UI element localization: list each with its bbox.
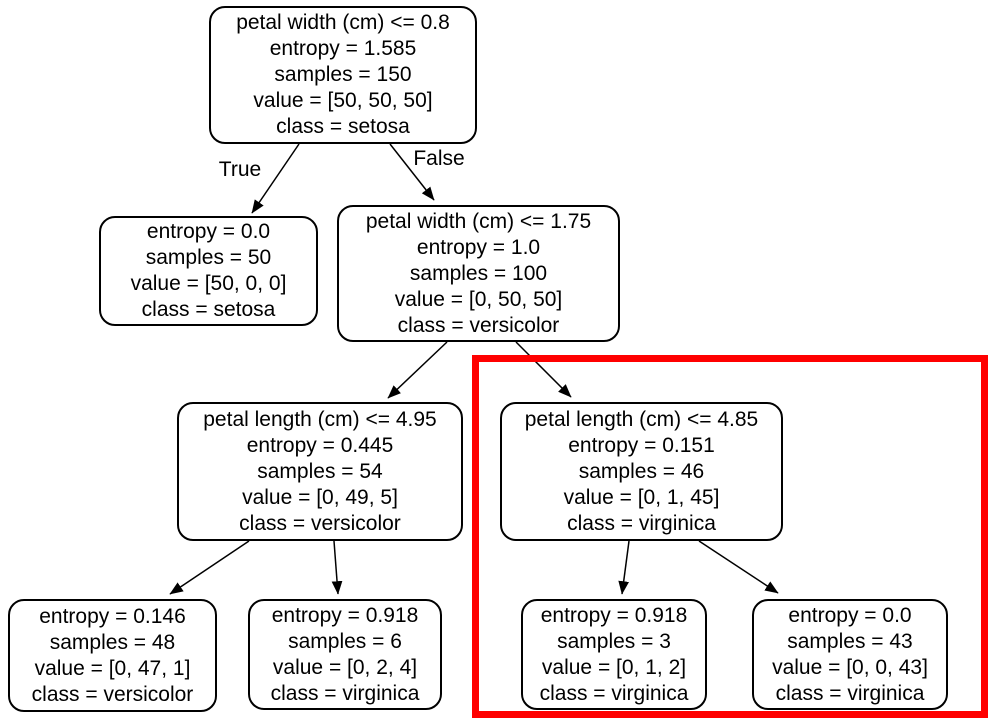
node-entropy: entropy = 0.445 (246, 433, 394, 457)
node-value: value = [0, 47, 1] (34, 656, 191, 680)
node-class: class = virginica (270, 681, 420, 705)
node-samples: samples = 100 (409, 261, 548, 285)
node-entropy: entropy = 0.918 (271, 603, 419, 627)
edge-root-to-split-1-75 (389, 143, 435, 201)
node-condition: petal width (cm) <= 1.75 (365, 209, 592, 233)
edge-split-4-95-to-leaf-virginica-6 (331, 540, 343, 595)
node-samples: samples = 48 (49, 630, 176, 654)
node-samples: samples = 150 (274, 63, 412, 86)
edge-split-1-75-to-split-4-95 (387, 341, 448, 399)
node-entropy: entropy = 0.0 (146, 220, 271, 243)
node-entropy: entropy = 1.0 (416, 235, 541, 259)
node-class: class = versicolor (397, 313, 560, 337)
edge-split-4-85-to-leaf-virginica-43 (698, 540, 779, 594)
node-condition: petal length (cm) <= 4.85 (524, 407, 759, 431)
node-class: class = virginica (567, 511, 716, 535)
node-value: value = [0, 49, 5] (242, 485, 398, 509)
tree-node-root: petal width (cm) <= 0.8 entropy = 1.585 … (209, 6, 477, 144)
node-value: value = [50, 0, 0] (130, 272, 287, 295)
node-class: class = setosa (276, 115, 410, 138)
node-condition: petal width (cm) <= 0.8 (236, 11, 450, 34)
node-samples: samples = 43 (787, 629, 913, 653)
node-samples: samples = 46 (578, 459, 705, 483)
node-value: value = [0, 0, 43] (772, 655, 928, 679)
node-value: value = [0, 2, 4] (272, 655, 418, 679)
node-samples: samples = 54 (257, 459, 383, 483)
node-class: class = versicolor (239, 511, 401, 535)
tree-node-leaf-virginica-6: entropy = 0.918 samples = 6 value = [0, … (248, 599, 442, 710)
edge-root-to-leaf-setosa (251, 143, 300, 214)
node-class: class = setosa (141, 298, 276, 321)
node-class: class = virginica (775, 681, 925, 705)
tree-node-split-petal-length-4-85: petal length (cm) <= 4.85 entropy = 0.15… (500, 402, 783, 541)
edge-label-true: True (218, 158, 262, 181)
edge-label-false: False (413, 147, 465, 170)
node-value: value = [0, 1, 45] (563, 485, 720, 509)
node-value: value = [50, 50, 50] (253, 89, 433, 112)
node-entropy: entropy = 1.585 (269, 37, 417, 60)
node-value: value = [0, 50, 50] (394, 287, 563, 311)
tree-node-split-petal-width-1-75: petal width (cm) <= 1.75 entropy = 1.0 s… (337, 205, 620, 342)
tree-node-leaf-virginica-3: entropy = 0.918 samples = 3 value = [0, … (521, 599, 707, 710)
node-class: class = virginica (539, 681, 689, 705)
edge-split-1-75-to-split-4-85 (515, 341, 572, 398)
node-samples: samples = 50 (145, 246, 272, 269)
node-value: value = [0, 1, 2] (541, 655, 687, 679)
tree-node-leaf-virginica-43: entropy = 0.0 samples = 43 value = [0, 0… (752, 599, 948, 710)
tree-node-leaf-versicolor-48: entropy = 0.146 samples = 48 value = [0,… (8, 599, 217, 712)
node-entropy: entropy = 0.918 (540, 603, 688, 627)
node-entropy: entropy = 0.146 (39, 604, 186, 628)
node-samples: samples = 6 (288, 629, 402, 653)
node-condition: petal length (cm) <= 4.95 (203, 407, 437, 431)
node-entropy: entropy = 0.0 (788, 603, 912, 627)
edge-split-4-95-to-leaf-versicolor-48 (169, 540, 250, 595)
node-class: class = versicolor (31, 682, 194, 706)
edge-split-4-85-to-leaf-virginica-3 (618, 540, 630, 595)
node-samples: samples = 3 (557, 629, 671, 653)
tree-node-split-petal-length-4-95: petal length (cm) <= 4.95 entropy = 0.44… (177, 402, 463, 541)
node-entropy: entropy = 0.151 (568, 433, 715, 457)
tree-node-leaf-setosa-50: entropy = 0.0 samples = 50 value = [50, … (99, 216, 318, 326)
